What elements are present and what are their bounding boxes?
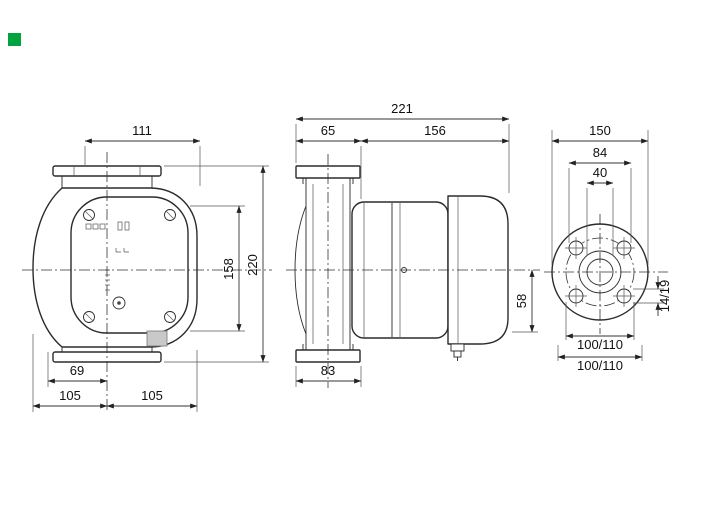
dim-front-top-width: 111 <box>132 123 152 138</box>
dim-flange-bore: 40 <box>593 165 607 180</box>
control-button-dot <box>117 301 121 305</box>
control-button-icon <box>112 296 126 310</box>
dim-side-rear-depth: 156 <box>424 123 446 138</box>
bolt-hole-centermarks-v <box>575 237 625 307</box>
screw-icon <box>164 209 176 221</box>
flange-view <box>544 214 668 334</box>
dim-side-axis-to-bottom: 58 <box>514 294 529 308</box>
flange-centerlines <box>544 214 668 334</box>
display-icon <box>99 223 106 230</box>
dim-flange-hole-span: 84 <box>593 145 607 160</box>
screw-icon <box>83 311 95 323</box>
front-pump-body <box>32 187 198 348</box>
dim-front-right-half: 105 <box>141 388 163 403</box>
front-dimensions: 111 158 220 69 105 105 <box>32 123 269 412</box>
dim-side-total-depth: 221 <box>391 101 413 116</box>
dim-flange-bolt-circle-bottom: 100/110 <box>577 358 623 373</box>
display-icon <box>92 223 99 230</box>
screw-icon <box>164 311 176 323</box>
dim-side-front-depth: 65 <box>321 123 335 138</box>
brand-mark <box>8 33 21 46</box>
dim-flange-bolt-circle-top: 100/110 <box>577 337 623 352</box>
cable-gland <box>450 343 465 361</box>
dim-flange-hole-size: 14/19 <box>657 280 672 313</box>
dim-side-flange-depth: 83 <box>321 363 335 378</box>
faceplate-screws <box>83 209 176 323</box>
dim-front-left-half: 105 <box>59 388 81 403</box>
front-view <box>22 152 272 412</box>
indicator-icon <box>124 221 130 231</box>
side-pipe <box>294 178 351 350</box>
terminal-box <box>146 330 168 347</box>
display-icon <box>85 223 92 230</box>
side-dimensions: 221 65 156 58 83 <box>295 101 538 387</box>
front-control-faceplate <box>70 196 189 334</box>
unit-marks <box>115 248 129 253</box>
dim-front-inner-height: 158 <box>221 258 236 280</box>
flange-dimensions: 150 84 40 14/19 100/110 100/110 <box>551 123 672 373</box>
dim-front-total-height: 220 <box>245 254 260 276</box>
side-centerlines <box>286 154 540 388</box>
side-bottom-flange <box>295 344 361 363</box>
screw-icon <box>83 209 95 221</box>
side-view <box>286 154 540 388</box>
front-centerlines <box>22 152 272 412</box>
indicator-icon <box>117 221 123 231</box>
dim-flange-overall-width: 150 <box>589 123 611 138</box>
faceplate-display-icons <box>85 221 130 310</box>
bolt-holes <box>565 237 635 307</box>
dim-front-foot-offset: 69 <box>70 363 84 378</box>
screw-slots <box>84 210 175 322</box>
